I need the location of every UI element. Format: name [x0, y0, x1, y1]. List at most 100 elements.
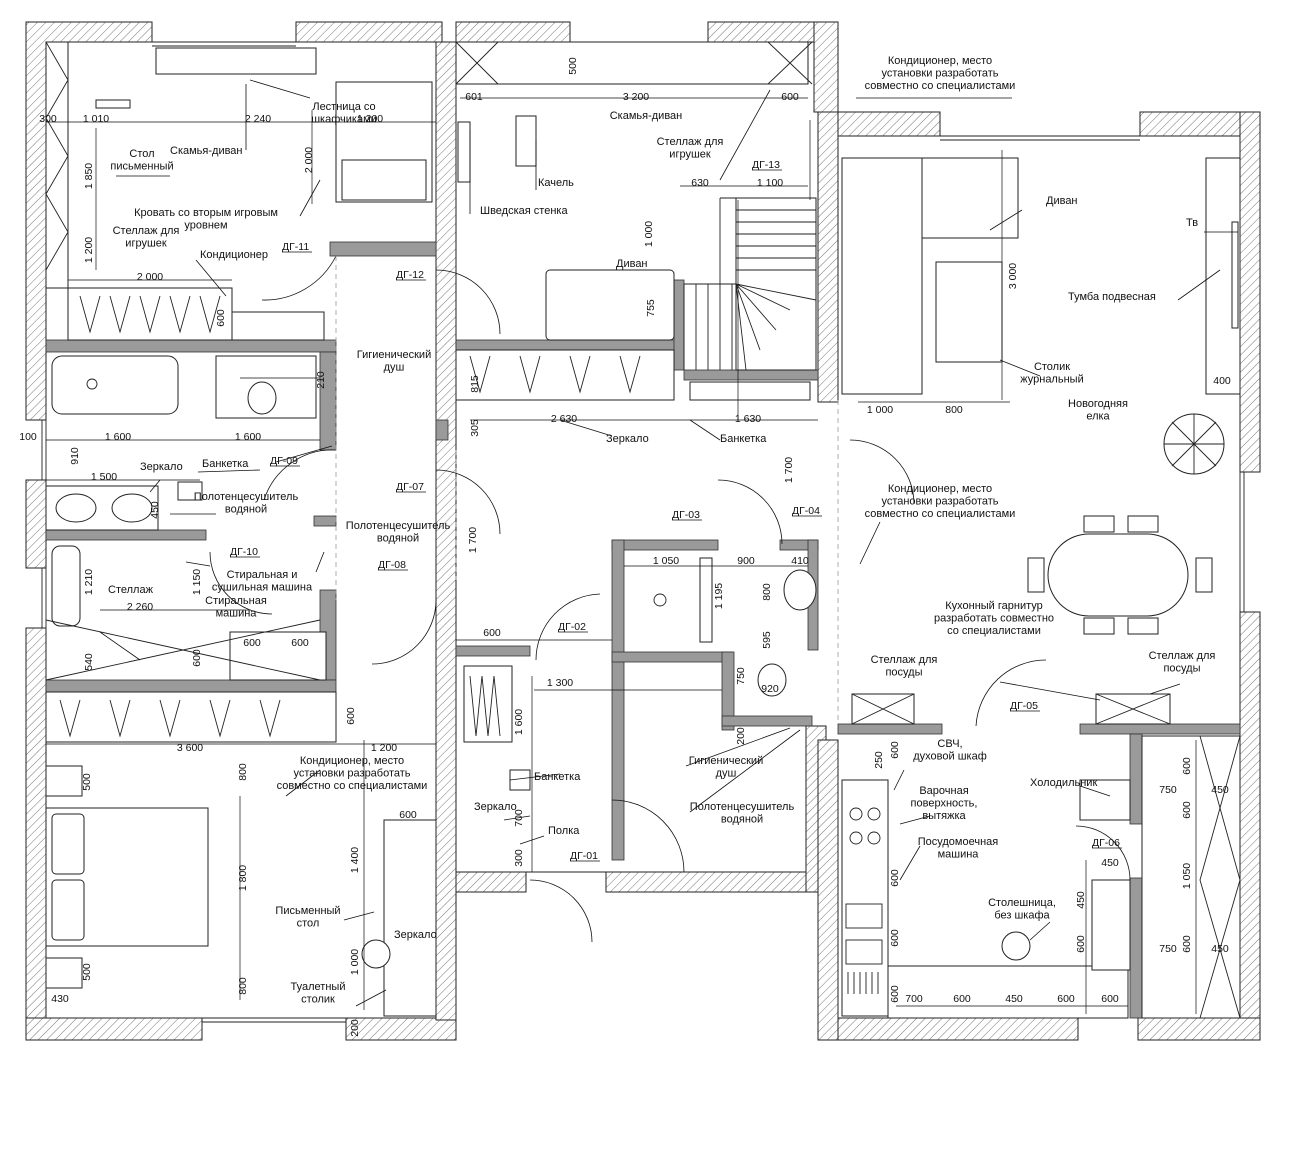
dimension-value: 700 [905, 993, 923, 1005]
dimension-value: 500 [567, 57, 579, 75]
door-swings [209, 255, 1131, 943]
dimension-value: 1 400 [349, 847, 361, 873]
room-label-l12: Диван [1046, 195, 1078, 207]
partitions [45, 241, 1241, 1019]
door-tag: ДГ-03 [672, 509, 700, 521]
dimension-value: 1 800 [237, 865, 249, 891]
dimension-value: 1 200 [371, 742, 397, 754]
dimension-value: 2 630 [551, 413, 577, 425]
dimension-value: 750 [1159, 943, 1177, 955]
label-line: шкафчиками [311, 114, 377, 126]
label-line: со специалистами [947, 625, 1041, 637]
dimension-value: 2 260 [127, 601, 153, 613]
dimension-value: 600 [399, 809, 417, 821]
label-line: без шкафа [994, 910, 1050, 922]
label-line: Лестница со [312, 101, 375, 113]
label-line: Стеллаж для [113, 225, 180, 237]
dimension-value: 800 [237, 977, 249, 995]
label-line: Стеллаж для [1149, 650, 1216, 662]
dimension-value: 1 210 [83, 569, 95, 595]
label-line: Гигиенический [689, 755, 763, 767]
dimension-value: 1 100 [757, 177, 783, 189]
door-tag: ДГ-10 [230, 546, 258, 558]
label-line: Зеркало [394, 929, 437, 941]
room-label-l22: Банкетка [720, 433, 767, 445]
dimension-value: 750 [1159, 784, 1177, 796]
room-label-l35: Полка [548, 825, 580, 837]
furniture [45, 41, 1241, 1019]
dimension-value: 600 [889, 869, 901, 887]
dimension-value: 450 [1101, 857, 1119, 869]
dimension-value: 1 000 [867, 404, 893, 416]
room-label-l6: Кондиционер [200, 249, 268, 261]
dimension-value: 600 [889, 741, 901, 759]
door-tag: ДГ-12 [396, 269, 424, 281]
dimension-value: 815 [469, 375, 481, 393]
dimension-value: 600 [781, 91, 799, 103]
label-line: Стеллаж [108, 584, 154, 596]
dimension-value: 100 [19, 431, 37, 443]
door-tag: ДГ-04 [792, 505, 820, 517]
label-line: Стеллаж для [657, 136, 724, 148]
dimension-value: 600 [1181, 801, 1193, 819]
dimension-value: 1 700 [783, 457, 795, 483]
label-line: Столешница, [988, 897, 1056, 909]
label-line: Кровать со вторым игровым [134, 207, 278, 219]
label-line: Стол [129, 148, 154, 160]
label-line: Новогодняя [1068, 398, 1128, 410]
dimension-value: 300 [513, 849, 525, 867]
dimension-value: 305 [469, 419, 481, 437]
room-label-l19: Зеркало [140, 461, 183, 473]
label-line: письменный [110, 161, 173, 173]
dimension-value: 600 [291, 637, 309, 649]
door-tag: ДГ-01 [570, 850, 598, 862]
room-label-l34: Зеркало [474, 801, 517, 813]
dimension-value: 3 200 [623, 91, 649, 103]
label-line: уровнем [184, 220, 227, 232]
dimension-value: 595 [761, 631, 773, 649]
dimension-value: 1 700 [467, 527, 479, 553]
door-tag: ДГ-13 [752, 159, 780, 171]
room-label-l7: Скамья-диван [610, 110, 683, 122]
dimension-value: 210 [315, 371, 327, 389]
label-line: Кондиционер, место [888, 55, 992, 67]
dimension-value: 1 300 [547, 677, 573, 689]
dimension-value: 540 [83, 653, 95, 671]
label-line: водяной [377, 533, 419, 545]
room-label-l39: Холодильник [1030, 777, 1097, 789]
label-line: игрушек [125, 238, 167, 250]
dimension-value: 600 [345, 707, 357, 725]
label-line: Столик [1034, 361, 1070, 373]
label-line: Кондиционер, место [888, 483, 992, 495]
label-line: сушильная машина [212, 582, 313, 594]
dimension-value: 1 500 [91, 471, 117, 483]
dimension-value: 1 000 [349, 949, 361, 975]
dimension-value: 300 [39, 113, 57, 125]
dimension-value: 755 [645, 299, 657, 317]
dimension-value: 1 000 [643, 221, 655, 247]
door-tag: ДГ-07 [396, 481, 424, 493]
label-line: совместно со специалистами [277, 780, 428, 792]
dimension-value: 800 [761, 583, 773, 601]
dimension-value: 1 200 [83, 237, 95, 263]
dimension-value: 900 [737, 555, 755, 567]
door-tag: ДГ-05 [1010, 700, 1038, 712]
label-line: Полотенцесушитель [690, 801, 795, 813]
label-line: Гигиенический [357, 349, 431, 361]
label-line: Стеллаж для [871, 654, 938, 666]
dimension-value: 600 [1075, 935, 1087, 953]
dimension-value: 2 000 [303, 147, 315, 173]
dimension-value: 1 600 [105, 431, 131, 443]
